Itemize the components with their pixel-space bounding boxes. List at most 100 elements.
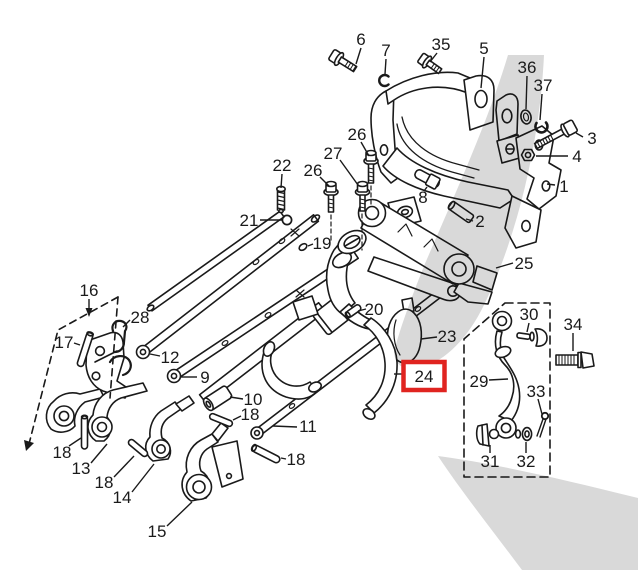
part-label-26: 26 bbox=[348, 125, 370, 157]
part-label-1: 1 bbox=[546, 177, 569, 196]
part-label-18: 18 bbox=[95, 455, 135, 492]
part-26-bolt-lower bbox=[323, 180, 339, 244]
part-6-bolt bbox=[328, 49, 358, 73]
part-21-o-ring bbox=[281, 214, 293, 226]
part-label-18: 18 bbox=[280, 450, 306, 469]
part-14-shift-fork bbox=[144, 395, 195, 462]
svg-text:37: 37 bbox=[534, 76, 553, 95]
part-9-shift-rod bbox=[166, 250, 359, 384]
svg-text:18: 18 bbox=[53, 443, 72, 462]
part-label-15: 15 bbox=[148, 501, 193, 541]
part-29-link-rod bbox=[491, 310, 521, 439]
svg-text:25: 25 bbox=[515, 254, 534, 273]
svg-text:10: 10 bbox=[244, 390, 263, 409]
part-label-3: 3 bbox=[575, 129, 597, 148]
svg-text:22: 22 bbox=[273, 156, 292, 175]
part-label-16: 16 bbox=[80, 281, 99, 317]
part-31-trunnion bbox=[475, 423, 500, 447]
svg-text:13: 13 bbox=[72, 459, 91, 478]
part-label-36: 36 bbox=[518, 58, 537, 110]
svg-text:20: 20 bbox=[365, 300, 384, 319]
svg-text:26: 26 bbox=[304, 161, 323, 180]
part-label-17: 17 bbox=[55, 333, 81, 352]
part-18-pins bbox=[80, 412, 281, 464]
part-label-10: 10 bbox=[229, 390, 263, 409]
part-20-pin bbox=[344, 304, 362, 319]
part-35-bolt bbox=[417, 52, 443, 75]
part-24-shift-fork-highlighted bbox=[362, 317, 398, 421]
part-19-detent bbox=[298, 242, 308, 252]
part-15-shift-fork bbox=[181, 422, 244, 502]
part-13-shift-fork bbox=[87, 382, 148, 442]
part-label-5: 5 bbox=[479, 39, 489, 89]
watermark-swoosh bbox=[394, 55, 638, 570]
svg-text:33: 33 bbox=[527, 382, 546, 401]
svg-text:1: 1 bbox=[559, 177, 568, 196]
svg-text:9: 9 bbox=[200, 368, 209, 387]
part-label-14: 14 bbox=[113, 463, 155, 507]
part-label-33: 33 bbox=[527, 382, 546, 415]
part-label-6: 6 bbox=[355, 30, 366, 65]
part-label-26: 26 bbox=[304, 161, 330, 187]
part-22-spring-screw bbox=[275, 185, 286, 214]
part-label-29: 29 bbox=[470, 372, 509, 391]
part-16-region-dashed-outline bbox=[24, 296, 119, 451]
part-7-c-clip bbox=[378, 73, 390, 88]
part-label-12: 12 bbox=[149, 348, 180, 367]
part-30-pivot-pin bbox=[516, 328, 548, 347]
part-33-cotter-pin bbox=[536, 411, 550, 438]
part-label-30: 30 bbox=[520, 305, 539, 333]
svg-text:18: 18 bbox=[95, 473, 114, 492]
part-label-8: 8 bbox=[418, 186, 428, 207]
svg-text:23: 23 bbox=[438, 327, 457, 346]
svg-text:18: 18 bbox=[241, 405, 260, 424]
svg-text:19: 19 bbox=[313, 234, 332, 253]
svg-text:34: 34 bbox=[564, 315, 583, 334]
part-12-shift-rod bbox=[135, 214, 321, 360]
part-label-11: 11 bbox=[272, 417, 317, 436]
svg-text:12: 12 bbox=[161, 348, 180, 367]
part-label-2: 2 bbox=[465, 212, 485, 231]
part-label-18: 18 bbox=[53, 437, 82, 462]
part-label-7: 7 bbox=[381, 41, 391, 75]
part-label-22: 22 bbox=[273, 156, 292, 189]
highlight-box bbox=[401, 359, 447, 393]
svg-text:24: 24 bbox=[415, 367, 434, 386]
svg-text:36: 36 bbox=[518, 58, 537, 77]
svg-text:21: 21 bbox=[240, 211, 259, 230]
svg-text:14: 14 bbox=[113, 488, 132, 507]
part-label-13: 13 bbox=[72, 443, 108, 478]
part-label-27: 27 bbox=[324, 144, 359, 186]
svg-text:5: 5 bbox=[479, 39, 488, 58]
svg-text:35: 35 bbox=[432, 35, 451, 54]
part-label-23: 23 bbox=[420, 327, 457, 346]
svg-text:11: 11 bbox=[299, 417, 317, 436]
svg-text:8: 8 bbox=[418, 188, 427, 207]
part-19-shift-fork-assembly bbox=[261, 229, 374, 400]
part-label-21: 21 bbox=[240, 211, 282, 230]
part-27-bolt bbox=[354, 180, 371, 251]
svg-text:6: 6 bbox=[356, 30, 365, 49]
svg-text:32: 32 bbox=[517, 452, 536, 471]
part-label-19: 19 bbox=[307, 234, 332, 253]
part-label-35: 35 bbox=[429, 35, 451, 63]
part-label-25: 25 bbox=[495, 254, 534, 273]
part-label-4: 4 bbox=[536, 147, 582, 166]
svg-text:27: 27 bbox=[324, 144, 343, 163]
svg-text:2: 2 bbox=[475, 212, 484, 231]
svg-text:16: 16 bbox=[80, 281, 99, 300]
svg-text:26: 26 bbox=[348, 125, 367, 144]
part-label-34: 34 bbox=[564, 315, 583, 351]
part-label-32: 32 bbox=[517, 442, 536, 471]
part-label-24-highlighted[interactable]: 24 bbox=[394, 359, 447, 393]
svg-text:17: 17 bbox=[55, 333, 74, 352]
part-8-roller-pin bbox=[414, 169, 441, 190]
part-label-37: 37 bbox=[534, 76, 553, 121]
svg-text:30: 30 bbox=[520, 305, 539, 324]
svg-text:4: 4 bbox=[572, 147, 581, 166]
part-17-28-lever-cluster bbox=[45, 319, 132, 433]
svg-text:18: 18 bbox=[287, 450, 306, 469]
part-label-31: 31 bbox=[481, 445, 499, 471]
